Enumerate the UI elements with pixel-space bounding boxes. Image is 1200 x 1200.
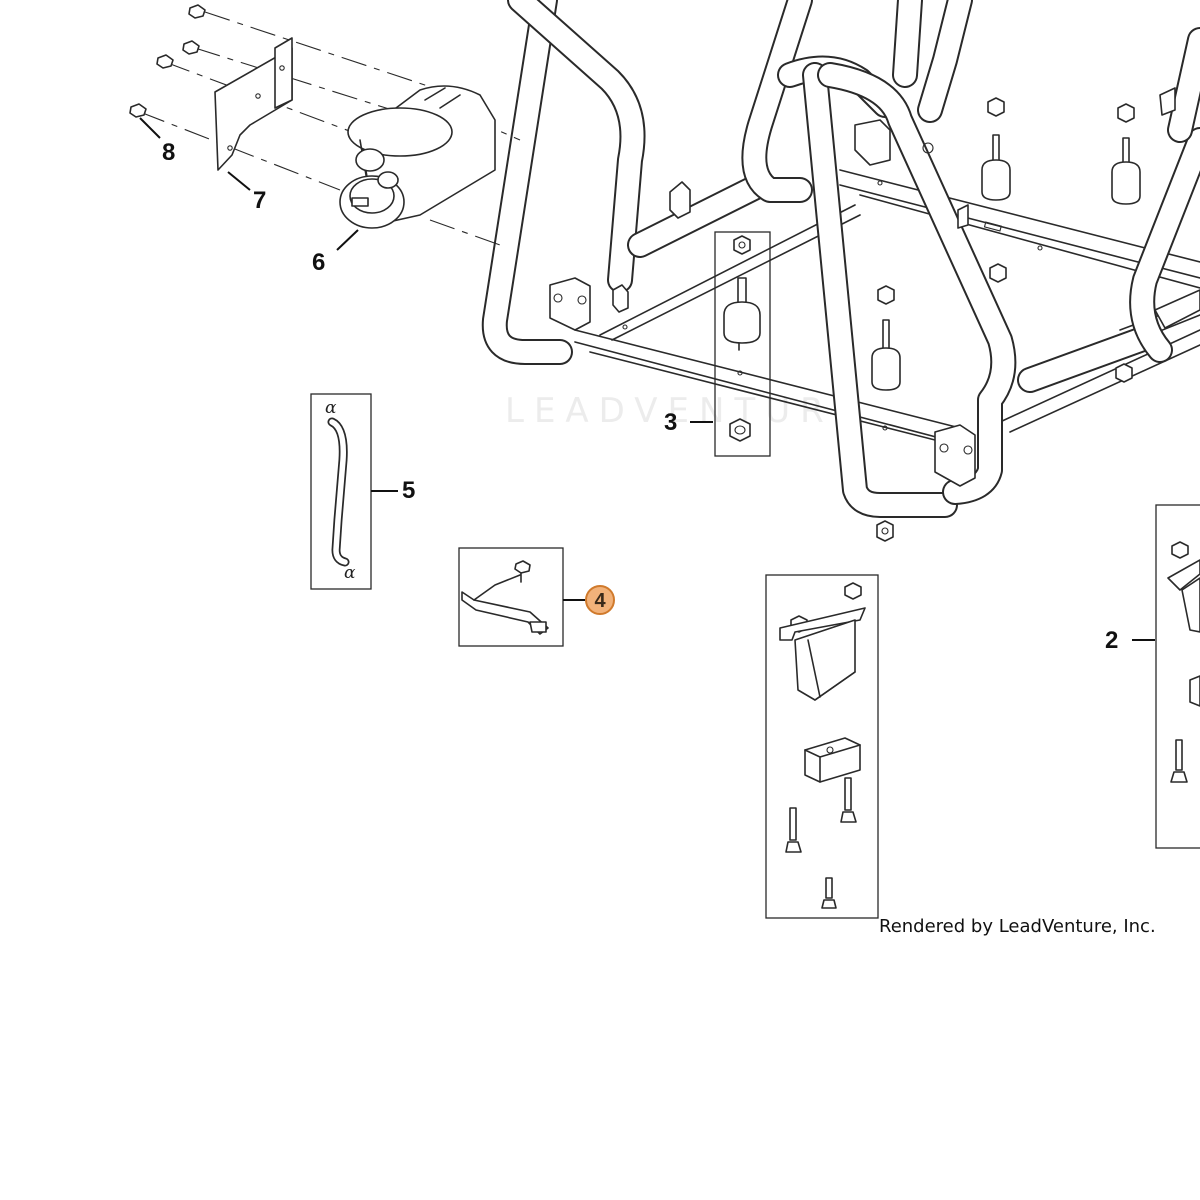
watermark-text: LEADVENTURE — [505, 391, 865, 431]
callout-label: 4 — [594, 590, 606, 612]
callout-label: 8 — [162, 139, 175, 166]
callout-label: 7 — [253, 187, 266, 214]
canister-assembly — [129, 4, 521, 246]
callout-3[interactable]: 3 — [664, 409, 713, 436]
mount-box — [714, 231, 771, 457]
hose-end-mark-top: α — [325, 398, 337, 418]
bracket-set-box — [765, 574, 879, 919]
bracket-box — [458, 547, 564, 647]
credit-text: Rendered by LeadVenture, Inc. — [879, 916, 1156, 937]
callout-label: 3 — [664, 409, 677, 436]
callout-label: 2 — [1105, 627, 1118, 654]
bolt-icon — [129, 4, 206, 118]
callout-label: 6 — [312, 249, 325, 276]
canister-icon — [339, 85, 496, 229]
callout-highlight-circle — [585, 585, 615, 615]
callout-6[interactable]: 6 — [312, 229, 359, 276]
hose-box: α α — [310, 393, 372, 590]
callout-8[interactable]: 8 — [139, 117, 175, 166]
callout-4[interactable]: 4 — [563, 585, 615, 615]
callout-2[interactable]: 2 — [1105, 627, 1155, 654]
callout-7[interactable]: 7 — [227, 171, 266, 214]
callout-label: 5 — [402, 477, 415, 504]
hose-end-mark-bottom: α — [344, 563, 356, 583]
callout-5[interactable]: 5 — [371, 477, 415, 504]
vehicle-frame — [481, 0, 1200, 542]
part-2-box — [1155, 504, 1200, 849]
